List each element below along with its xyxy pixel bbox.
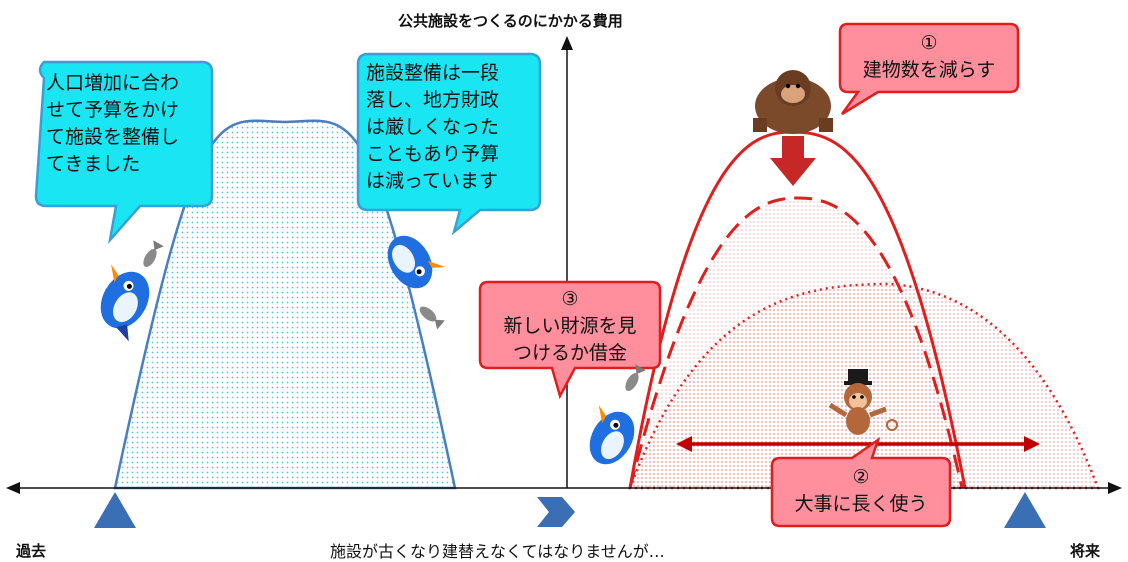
gorilla-icon xyxy=(753,70,833,134)
bubble-past-build xyxy=(34,60,214,245)
bluebird-with-fish-icon xyxy=(100,264,150,342)
bubble-option3-text: ③ 新しい財源を見 つけるか借金 xyxy=(503,288,637,364)
future-marker xyxy=(1004,492,1046,528)
monkey-with-tophat-icon xyxy=(828,369,898,435)
x-axis-right-label: 将来 xyxy=(1070,542,1101,560)
fish-icon xyxy=(143,240,164,268)
bluebird-diving-icon xyxy=(387,235,446,289)
x-axis-caption: 施設が古くなり建替えなくてはなりませんが… xyxy=(330,542,665,561)
bluebird-with-fish-icon-2 xyxy=(589,404,635,465)
y-axis-label: 公共施設をつくるのにかかる費用 xyxy=(398,12,623,30)
bubble-budget-reduced xyxy=(356,52,542,236)
past-marker xyxy=(94,492,136,528)
fish-icon-3 xyxy=(625,364,646,392)
bubble-option3 xyxy=(478,280,662,400)
x-axis-left-label: 過去 xyxy=(16,542,47,560)
now-marker xyxy=(537,497,575,527)
bubble-past-build-text: 人口増加に合わ せて予算をかけ て施設を整備し てきました xyxy=(46,72,180,175)
bubble-option2-text: ② 大事に長く使う xyxy=(794,466,928,515)
bubble-option2 xyxy=(770,436,952,528)
bubble-option1-text: ① 建物数を減らす xyxy=(862,32,996,81)
reduce-arrow xyxy=(770,136,816,186)
y-axis xyxy=(561,36,573,488)
extend-life-arrow xyxy=(676,436,1040,452)
bubble-option1 xyxy=(838,22,1020,116)
fish-icon-2 xyxy=(419,306,445,330)
bubble-budget-reduced-text: 施設整備は一段 落し、地方財政 は厳しくなった こともあり予算 は減っています xyxy=(366,62,500,192)
future-curves xyxy=(628,130,1100,490)
